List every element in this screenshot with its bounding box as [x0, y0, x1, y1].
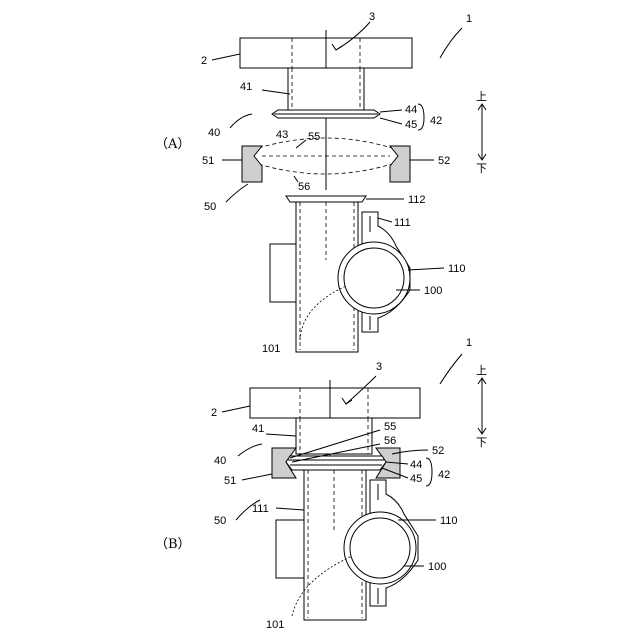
panel-b-ref-3: 3: [376, 361, 382, 373]
panel-a: （A） 上 下: [155, 11, 487, 355]
panel-a-side-stub: [270, 244, 296, 302]
panel-b-ref-40: 40: [214, 455, 226, 467]
panel-a-seal-upper: [252, 138, 398, 150]
panel-b-ref-56: 56: [384, 435, 396, 447]
panel-b-ref-42: 42: [438, 469, 450, 481]
panel-a-ref-55: 55: [308, 131, 320, 143]
panel-a-pipe-inner: [344, 248, 404, 308]
panel-b-side-stub: [276, 520, 304, 578]
panel-a-ref-52: 52: [438, 155, 450, 167]
panel-a-up-label: 上: [476, 90, 487, 103]
panel-a-left-block: [242, 146, 262, 182]
panel-b: （B） 上 下: [155, 337, 487, 631]
panel-b-ref-51: 51: [224, 475, 236, 487]
panel-b-ring: [286, 456, 386, 470]
panel-a-down-label: 下: [476, 162, 487, 175]
panel-b-ref-45: 45: [410, 473, 422, 485]
panel-a-ref-50: 50: [204, 201, 216, 213]
panel-a-ref-111: 111: [394, 217, 411, 229]
panel-a-ref-1: 1: [466, 13, 472, 25]
panel-b-pipe-inner: [350, 518, 410, 578]
panel-a-ref-101: 101: [262, 343, 280, 355]
panel-a-label: （A）: [155, 137, 190, 152]
panel-b-up-label: 上: [476, 364, 487, 377]
panel-b-ref-110: 110: [440, 515, 458, 527]
panel-b-ref-44: 44: [410, 459, 422, 471]
panel-a-ref-41: 41: [240, 81, 252, 93]
panel-a-ref-43: 43: [276, 129, 288, 141]
panel-a-ref-56: 56: [298, 181, 310, 193]
panel-b-ref-52: 52: [432, 445, 444, 457]
panel-b-ref-111: 111: [252, 503, 269, 515]
panel-b-ref-101: 101: [266, 619, 284, 631]
panel-b-label: （B）: [155, 537, 191, 552]
panel-b-ref-55: 55: [384, 421, 396, 433]
panel-a-ref-44: 44: [405, 104, 417, 116]
panel-a-ref-112: 112: [408, 194, 426, 206]
panel-a-ref-3: 3: [369, 11, 375, 23]
panel-a-seal-lower: [252, 162, 398, 174]
panel-a-ref-51: 51: [202, 155, 214, 167]
panel-b-direction-arrow: 上 下: [476, 364, 487, 449]
panel-a-ref-100: 100: [424, 285, 442, 297]
panel-b-ref-1: 1: [466, 337, 472, 349]
panel-a-direction-arrow: 上 下: [476, 90, 487, 175]
panel-a-flange: [286, 196, 366, 202]
panel-a-tube: [288, 68, 364, 110]
panel-a-ref-42: 42: [430, 115, 442, 127]
panel-a-ref-2: 2: [201, 55, 207, 67]
panel-a-ref-45: 45: [405, 119, 417, 131]
panel-b-ref-100: 100: [428, 561, 446, 573]
panel-a-ref-110: 110: [448, 263, 466, 275]
panel-a-ref-40: 40: [208, 127, 220, 139]
panel-b-ref-41: 41: [252, 423, 264, 435]
panel-b-down-label: 下: [476, 436, 487, 449]
panel-b-top-block: [250, 388, 420, 418]
panel-a-right-block: [390, 146, 410, 182]
panel-b-ref-2: 2: [211, 407, 217, 419]
panel-b-ref-50: 50: [214, 515, 226, 527]
